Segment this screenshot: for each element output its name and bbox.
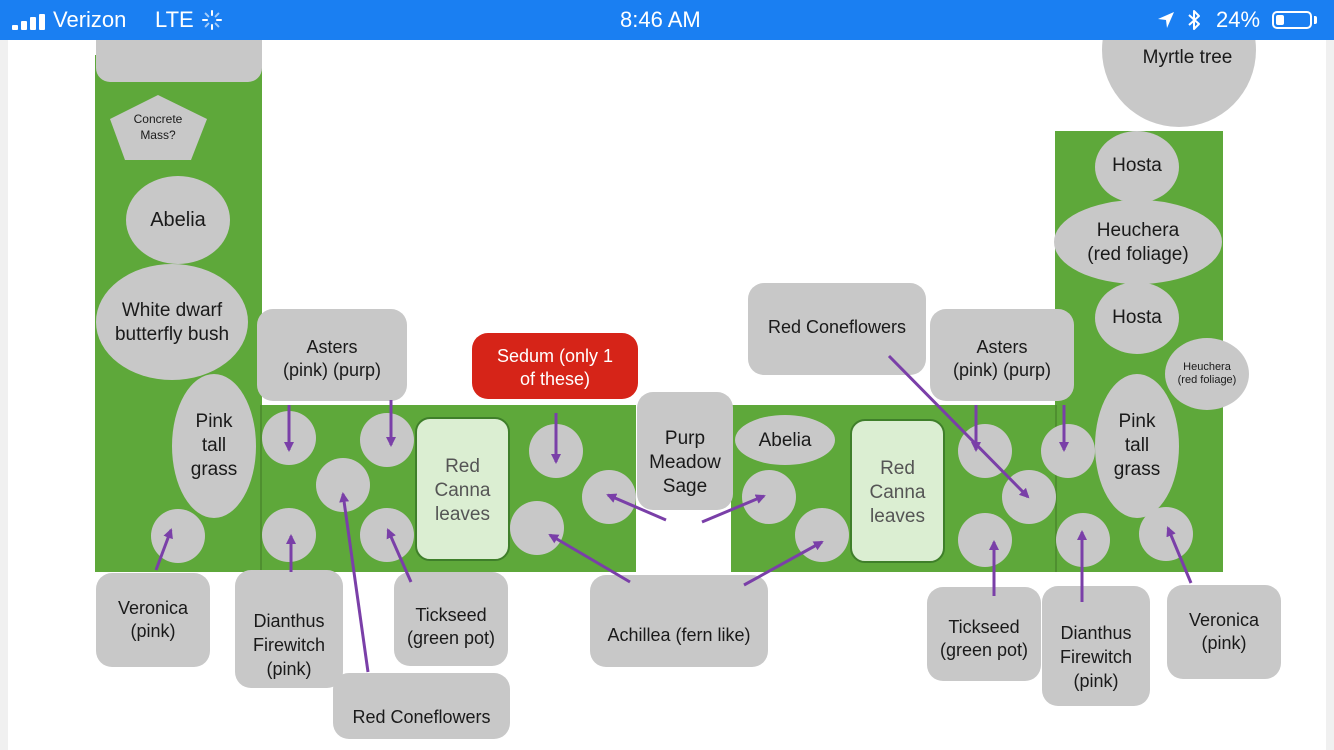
battery-level-fill [1276,15,1284,25]
dianthus-left-plant [262,508,316,562]
pink-tall-grass-left-label: Pink tall grass [190,411,238,480]
pink-tall-grass-right-node [1095,374,1179,518]
achillea-left-plant-2 [510,501,564,555]
white-dwarf-butterfly-bush-label: White dwarf butterfly bush [114,300,230,345]
arrow-red-coneflower-left [339,492,370,673]
concrete-mass-label: Concrete Mass? [133,112,183,142]
tickseed-right-label: Tickseed (green pot) [939,617,1029,660]
tickseed-right-plant [958,513,1012,567]
concrete-mass-node [110,95,207,160]
bluetooth-icon [1188,10,1200,30]
asters-right-plant-2 [1041,424,1095,478]
achillea-right-plant-1 [742,470,796,524]
canna-left-panel [415,417,510,561]
asters-left-label: Asters (pink) (purp) [282,337,382,380]
purp-meadow-sage-label: Purp Meadow Sage [649,428,721,497]
canna-right-panel [850,419,945,563]
sedum-node [472,333,638,399]
tickseed-right-node [927,587,1041,681]
red-coneflowers-top-node [748,283,926,375]
arrow-sage-left [606,493,667,522]
asters-left-node [257,309,407,401]
asters-right-plant-1 [958,424,1012,478]
purp-meadow-sage-node [637,392,733,510]
plant-shapes [96,40,1281,739]
dianthus-right-label: Dianthus Firewitch (pink) [1059,623,1132,691]
myrtle-tree-node [1102,40,1256,127]
pink-tall-grass-left-node [172,374,256,518]
sedum-label: Sedum (only 1 of these) [496,346,614,389]
status-bar: Verizon LTE 8:46 AM 24% [0,0,1334,40]
hosta-top-label: Hosta [1112,155,1162,176]
arrow-sage-right [701,494,766,524]
canna-left-label: Red Canna leaves [434,456,491,525]
veronica-right-label: Veronica (pink) [1188,610,1260,653]
abelia-left-label: Abelia [150,208,206,231]
white-dwarf-butterfly-bush-node [96,264,248,380]
myrtle-tree-label: Myrtle tree [1142,47,1233,68]
abelia-left-node [126,176,230,264]
garden-diagram: Myrtle tree Concrete Mass? Abelia White … [8,40,1326,750]
canna-right-label: Red Canna leaves [869,458,926,527]
battery-tip [1314,16,1317,24]
veronica-left-plant [151,509,205,563]
hosta-mid-node [1095,282,1179,354]
pink-tall-grass-right-label: Pink tall grass [1113,411,1161,480]
battery-icon [1272,11,1312,29]
hosta-mid-label: Hosta [1112,307,1162,328]
veronica-left-node [96,573,210,667]
abelia-right-label: Abelia [758,430,812,451]
achillea-label: Achillea (fern like) [607,624,751,645]
heuchera-big-label: Heuchera (red foliage) [1087,220,1189,265]
heuchera-small-label: Heuchera (red foliage) [1177,361,1237,386]
asters-left-plant-2 [360,413,414,467]
battery-percent-label: 24% [1216,7,1261,32]
dianthus-left-label: Dianthus Firewitch (pink) [252,611,325,679]
carrier-label: Verizon [53,7,127,32]
connector-arrows [154,354,1193,673]
asters-right-node [930,309,1074,401]
tickseed-left-plant [360,508,414,562]
network-label: LTE [155,7,194,32]
asters-right-label: Asters (pink) (purp) [952,337,1052,380]
heuchera-big-node [1054,200,1222,284]
red-coneflowers-bottom-label: Red Coneflowers [352,706,491,727]
heuchera-small-node [1165,338,1249,410]
red-coneflowers-top-label: Red Coneflowers [767,316,907,337]
dianthus-right-node [1042,586,1150,706]
arrow-veronica-left [154,528,173,571]
arrow-tickseed-left [386,528,413,583]
top-left-cut-node [96,40,262,82]
tickseed-left-node [394,572,508,666]
arrow-achillea-left [548,533,631,584]
hosta-top-node [1095,131,1179,203]
red-coneflowers-bottom-node [333,673,510,739]
veronica-right-node [1167,585,1281,679]
arrow-red-coneflower-right [887,354,1030,499]
signal-icon [12,14,48,30]
tickseed-left-label: Tickseed (green pot) [406,605,496,648]
veronica-right-plant [1139,507,1193,561]
dianthus-left-node [235,570,343,688]
location-arrow-icon [1158,12,1174,28]
red-coneflower-left-plant [316,458,370,512]
activity-spinner-icon [202,10,222,30]
garden-layout-svg [95,40,1281,739]
veronica-left-label: Veronica (pink) [117,598,189,641]
clock-label: 8:46 AM [620,7,701,32]
abelia-right-node [735,415,835,465]
achillea-node [590,575,768,667]
arrow-veronica-right [1166,526,1193,584]
arrow-achillea-right [743,540,824,587]
